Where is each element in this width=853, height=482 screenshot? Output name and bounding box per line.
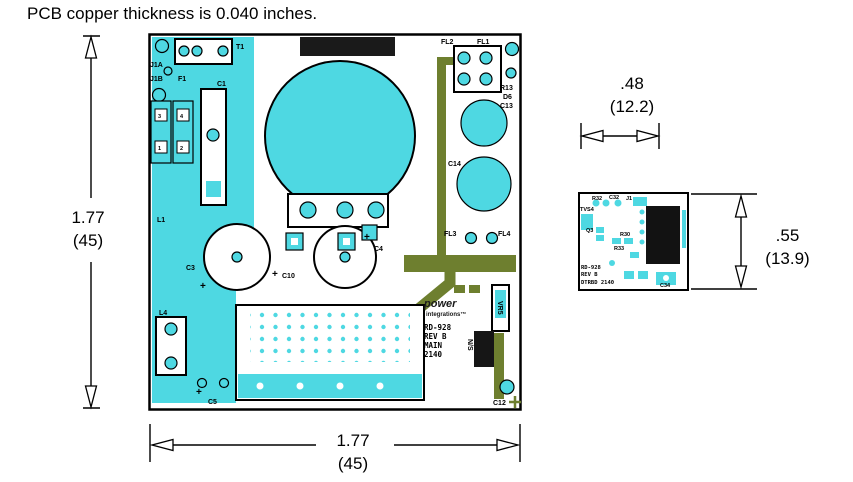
label-c4: C4 (374, 246, 383, 253)
label-ns: N/S (466, 339, 473, 351)
arrow-down-icon (84, 385, 98, 410)
capacitors-c14-fl3-fl4 (456, 99, 512, 245)
arrow-right-icon (496, 438, 521, 452)
daughter-silkscreen-labels: R32 C32 J1 TVS4 Q3 R30 R33 C34 RD-928 RE… (580, 195, 671, 289)
label-r30: R30 (620, 232, 630, 238)
board-id-line4: 2140 (424, 350, 443, 359)
dim-daughter-width: .48 (12.2) (592, 72, 672, 118)
daughter-board-id-line2: REV B (581, 272, 598, 278)
output-module (235, 304, 425, 401)
pads-c5-c12 (196, 377, 515, 395)
dim-main-height-in: 1.77 (71, 208, 105, 227)
label-fl2: FL2 (441, 39, 454, 46)
dim-main-height-mm: (45) (72, 231, 104, 250)
arrow-up-icon (734, 193, 748, 218)
polarity-plus-icon: + (200, 281, 206, 292)
label-l1: L1 (157, 217, 165, 224)
board-id-line3: MAIN (424, 341, 443, 350)
arrow-right-icon (636, 129, 661, 143)
label-q3: Q3 (586, 228, 593, 234)
label-fl4: FL4 (498, 231, 511, 238)
polarity-plus-icon: + (364, 232, 370, 243)
daughter-board-id-line1: RD-928 (581, 265, 601, 271)
fiducial-cross-icon (509, 396, 521, 408)
label-c3: C3 (186, 265, 195, 272)
label-fl3: FL3 (444, 231, 457, 238)
dim-main-width-lines (149, 424, 521, 462)
filter-fl1-fl2 (453, 41, 520, 93)
transformer-t1 (154, 38, 233, 65)
label-c14: C14 (448, 161, 461, 168)
label-vr5: VR5 (496, 301, 503, 315)
label-c34: C34 (660, 283, 671, 289)
label-pin1: 1 (158, 146, 161, 152)
label-j1: J1 (626, 196, 632, 202)
dim-daughter-width-lines (579, 123, 661, 149)
arrow-left-icon (579, 129, 604, 143)
figure-caption: PCB copper thickness is 0.040 inches. (27, 4, 318, 23)
label-t1: T1 (236, 44, 244, 51)
dim-daughter-height: .55 (13.9) (745, 224, 830, 270)
label-c32: C32 (609, 195, 619, 201)
label-l4: L4 (159, 310, 167, 317)
capacitors-c3-c10-c4 (203, 223, 378, 291)
dim-main-height: 1.77 (45) (57, 206, 119, 252)
dim-main-width-in: 1.77 (336, 431, 370, 450)
polarity-plus-icon: + (272, 269, 278, 280)
label-pin3: 3 (158, 114, 161, 120)
label-c12: C12 (493, 400, 506, 407)
main-pcb-layout: T1 J1A J1B F1 C1 3 4 1 2 L1 C3 + + C10 +… (148, 33, 522, 411)
silkscreen-labels: T1 J1A J1B F1 C1 3 4 1 2 L1 C3 + + C10 +… (150, 39, 513, 407)
label-d6: D6 (503, 94, 512, 101)
arrow-left-icon (149, 438, 174, 452)
dim-daughter-height-lines (691, 193, 757, 290)
polarity-plus-icon: + (196, 387, 202, 398)
inductor-l4 (155, 316, 187, 376)
power-integrations-logo: power (423, 298, 457, 310)
label-r32: R32 (592, 196, 602, 202)
label-j1a: J1A (150, 62, 163, 69)
capacitor-c1 (200, 88, 227, 206)
component-vr5 (491, 284, 510, 332)
arrow-down-icon (734, 265, 748, 290)
daughter-board-id-line3: DTRBD 2140 (581, 280, 614, 286)
dim-daughter-height-in: .55 (775, 226, 800, 245)
daughter-copper-pads (581, 197, 686, 285)
dim-main-height-lines (83, 34, 100, 410)
dim-main-width: 1.77 (45) (317, 429, 389, 475)
ic-package (646, 206, 680, 264)
daughter-pcb-layout: R32 C32 J1 TVS4 Q3 R30 R33 C34 RD-928 RE… (578, 192, 689, 291)
label-r33: R33 (614, 246, 624, 252)
label-c5: C5 (208, 399, 217, 406)
dim-daughter-width-mm: (12.2) (609, 97, 655, 116)
input-connector-j1 (150, 66, 194, 164)
label-c1: C1 (217, 81, 226, 88)
dim-daughter-width-in: .48 (620, 74, 644, 93)
label-pin4: 4 (180, 114, 184, 120)
label-c13: C13 (500, 103, 513, 110)
bulk-capacitor (264, 37, 416, 228)
dim-main-width-mm: (45) (337, 454, 369, 473)
power-integrations-logo-sub: integrations™ (426, 311, 466, 318)
label-pin2: 2 (180, 146, 183, 152)
board-id-line2: REV B (424, 332, 447, 341)
arrow-up-icon (84, 34, 98, 59)
label-j1b: J1B (150, 76, 163, 83)
label-fl1: FL1 (477, 39, 490, 46)
component-ns (474, 331, 494, 367)
board-id-line1: RD-928 (424, 323, 452, 332)
label-tvs4: TVS4 (580, 207, 595, 213)
label-f1: F1 (178, 76, 186, 83)
dim-daughter-height-mm: (13.9) (765, 249, 810, 268)
label-c10: C10 (282, 273, 295, 280)
label-r13: R13 (500, 85, 513, 92)
